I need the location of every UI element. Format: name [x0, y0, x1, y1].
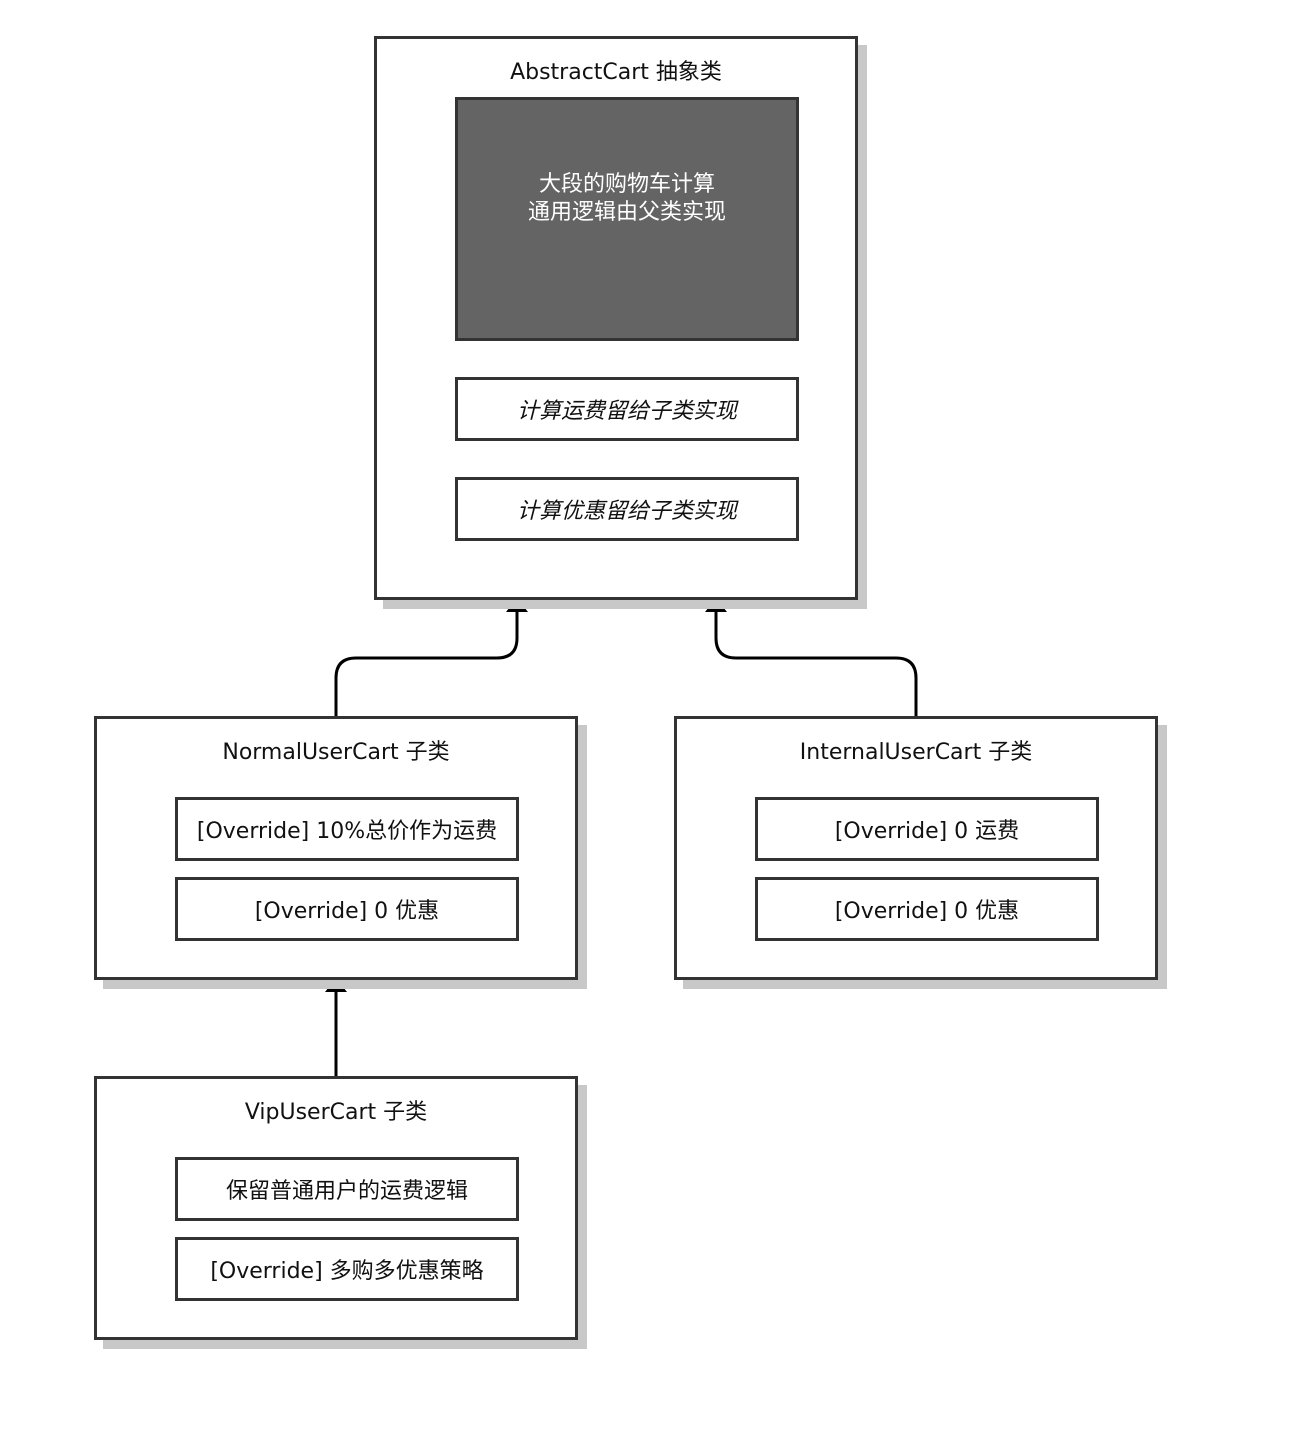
abstract-discount-method: 计算优惠留给子类实现 [455, 477, 799, 541]
arrowhead-internal-to-abstract [705, 598, 727, 612]
internal-shipping-method: [Override] 0 运费 [755, 797, 1099, 861]
normal-user-cart-class: NormalUserCart 子类 [Override] 10%总价作为运费 [… [94, 716, 578, 980]
arrowhead-normal-to-abstract [506, 598, 528, 612]
abstract-cart-class: AbstractCart 抽象类 大段的购物车计算 通用逻辑由父类实现 计算运费… [374, 36, 858, 600]
vip-shipping-method: 保留普通用户的运费逻辑 [175, 1157, 519, 1221]
arrow-normal-to-abstract [334, 612, 519, 716]
normal-discount-method: [Override] 0 优惠 [175, 877, 519, 941]
common-logic-line1: 大段的购物车计算 [538, 172, 715, 197]
common-logic-line2: 通用逻辑由父类实现 [527, 200, 726, 225]
vip-user-cart-title: VipUserCart 子类 [244, 1100, 428, 1125]
arrowhead-vip-to-normal [325, 978, 347, 992]
vip-user-cart-class: VipUserCart 子类 保留普通用户的运费逻辑 [Override] 多购… [94, 1076, 578, 1340]
normal-user-cart-title: NormalUserCart 子类 [222, 740, 450, 765]
internal-discount-method: [Override] 0 优惠 [755, 877, 1099, 941]
arrow-internal-to-abstract [714, 612, 918, 716]
internal-user-cart-class: InternalUserCart 子类 [Override] 0 运费 [Ove… [674, 716, 1158, 980]
normal-shipping-method: [Override] 10%总价作为运费 [175, 797, 519, 861]
abstract-shipping-method: 计算运费留给子类实现 [455, 377, 799, 441]
internal-user-cart-title: InternalUserCart 子类 [799, 740, 1033, 765]
vip-discount-method: [Override] 多购多优惠策略 [175, 1237, 519, 1301]
abstract-cart-title: AbstractCart 抽象类 [510, 60, 722, 85]
common-logic-block: 大段的购物车计算 通用逻辑由父类实现 [455, 97, 799, 341]
